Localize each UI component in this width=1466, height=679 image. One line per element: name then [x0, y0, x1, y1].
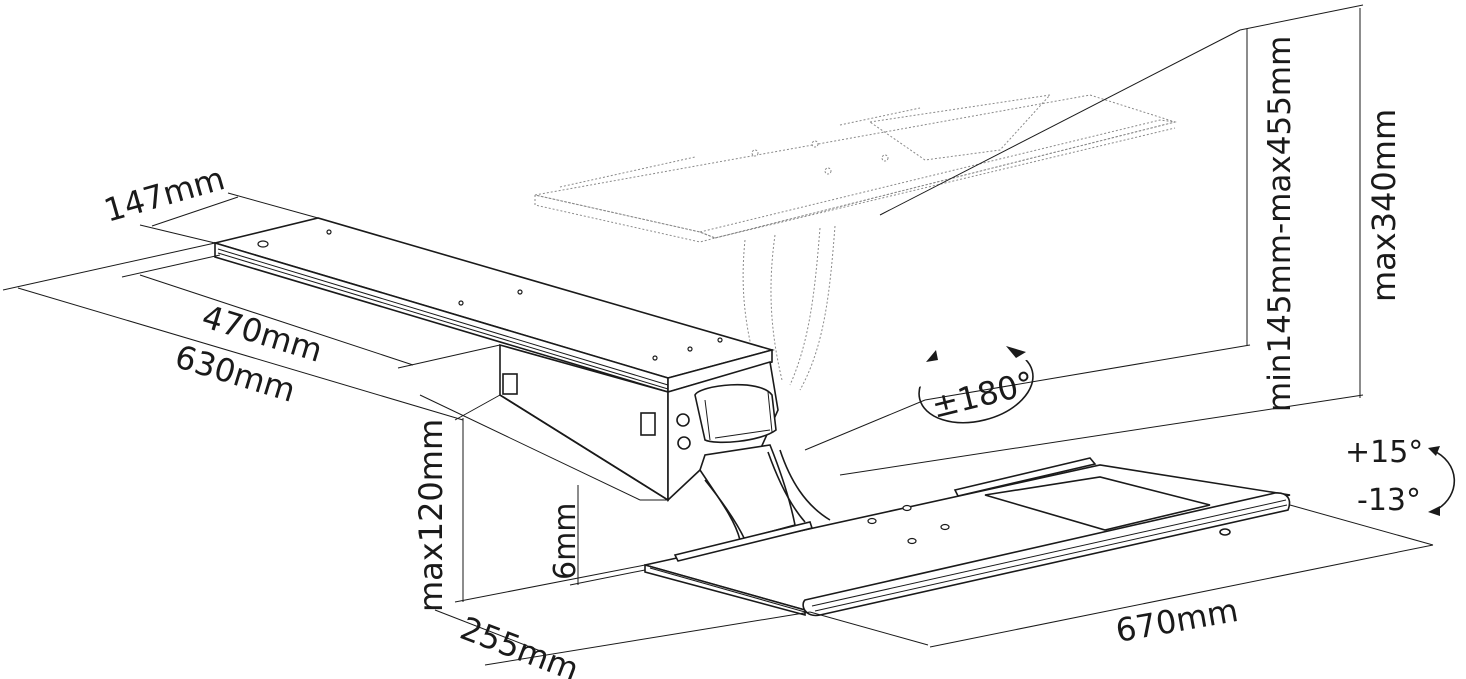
height-range-label: min145mm-max455mm: [1262, 36, 1298, 412]
tilt-down-label: -13°: [1357, 483, 1421, 518]
max-drop-label: max120mm: [412, 419, 450, 612]
tilt-up-label: +15°: [1345, 435, 1423, 470]
swivel-arrow-left-icon: [926, 350, 938, 362]
tilt-indicator: [1428, 446, 1456, 516]
tray-thickness-label: 6mm: [548, 502, 583, 580]
tray-width-label: 670mm: [1113, 591, 1241, 650]
mouse-platform: [984, 476, 1211, 531]
max-height-label: max340mm: [1365, 109, 1403, 302]
tray-depth-label: 255mm: [455, 609, 584, 679]
track-width-label: 147mm: [100, 159, 229, 230]
tilt-arrow-up-icon: [1428, 446, 1440, 456]
dimension-lines: [2, 192, 1434, 666]
mounting-track: [211, 217, 775, 394]
swivel-indicator: [907, 329, 1041, 424]
swivel-arrow-right-icon: [1006, 346, 1026, 358]
reference-lines: [804, 4, 1364, 476]
arm: [699, 444, 831, 541]
slider-mechanism: [419, 343, 779, 502]
tilt-arrow-down-icon: [1428, 506, 1440, 516]
wrist-rest: [802, 492, 1291, 617]
